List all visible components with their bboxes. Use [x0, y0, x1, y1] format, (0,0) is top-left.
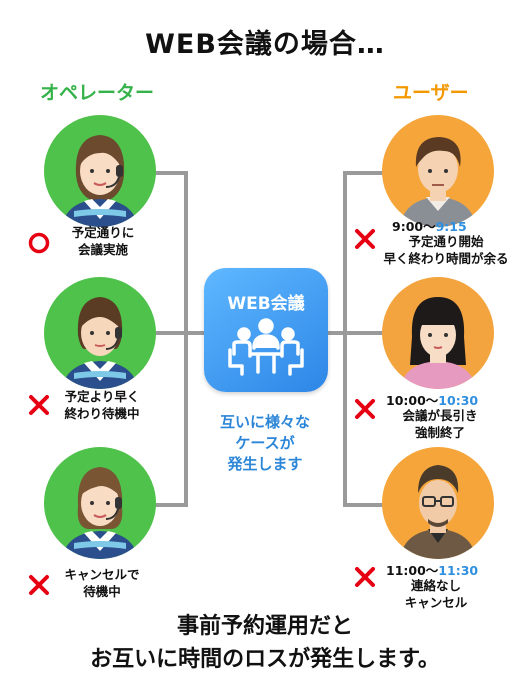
- operator-3-line2: 待機中: [83, 584, 121, 599]
- center-description: 互いに様々な ケースが 発生します: [195, 412, 335, 475]
- web-meeting-app-icon: [204, 268, 328, 392]
- operator-2-line1: 予定より早く: [64, 389, 140, 404]
- user-connector: [343, 171, 383, 507]
- user-1-time: 9:00〜9:15: [392, 216, 467, 235]
- user-2-caption: 会議が長引き 強制終了: [380, 407, 500, 441]
- operator-2-line2: 終わり待機中: [64, 406, 140, 421]
- meeting-people-icon: [228, 318, 304, 376]
- user-1-avatar: [382, 115, 494, 227]
- user-3-caption: 連絡なし キャンセル: [386, 577, 486, 611]
- user-1-time-end: 9:15: [435, 219, 467, 234]
- user-3-line1: 連絡なし: [410, 578, 461, 593]
- operator-column-label: オペレーター: [40, 82, 155, 104]
- user-2-time-start: 10:00〜: [386, 393, 439, 408]
- operator-1-line2: 会議実施: [77, 242, 128, 257]
- cross-mark-icon: [355, 567, 375, 587]
- center-line1: 互いに様々な: [219, 413, 310, 431]
- operator-1-avatar: [44, 115, 156, 227]
- operator-3-line1: キャンセルで: [64, 567, 140, 582]
- circle-ok-icon: [28, 232, 50, 254]
- footer-line1: 事前予約運用だと: [176, 614, 353, 639]
- user-2-time-end: 10:30: [438, 393, 479, 408]
- user-1-time-start: 9:00〜: [392, 219, 436, 234]
- user-2-line1: 会議が長引き: [402, 408, 478, 423]
- cross-mark-icon: [29, 395, 49, 415]
- cross-mark-icon: [29, 575, 49, 595]
- user-3-time-end: 11:30: [438, 563, 479, 578]
- user-2-line2: 強制終了: [414, 425, 465, 440]
- page-title: WEB会議の場合…: [145, 29, 385, 60]
- center-line3: 発生します: [227, 455, 303, 473]
- user-3-line2: キャンセル: [404, 595, 468, 610]
- cross-mark-icon: [355, 229, 375, 249]
- cross-mark-icon: [355, 399, 375, 419]
- operator-2-avatar: [44, 277, 156, 389]
- user-3-time-start: 11:00〜: [386, 563, 439, 578]
- footer-message: 事前予約運用だと お互いに時間のロスが発生します。: [0, 610, 530, 676]
- user-2-time: 10:00〜10:30: [386, 390, 478, 409]
- operator-3-caption: キャンセルで 待機中: [54, 566, 150, 600]
- user-3-avatar: [382, 447, 494, 559]
- operator-3-avatar: [44, 447, 156, 559]
- user-3-time: 11:00〜11:30: [386, 560, 478, 579]
- user-1-line2: 早く終わり時間が余る: [383, 251, 509, 266]
- operator-2-caption: 予定より早く 終わり待機中: [54, 388, 150, 422]
- center-line2: ケースが: [235, 434, 295, 452]
- footer-line2: お互いに時間のロスが発生します。: [90, 647, 440, 672]
- user-1-line1: 予定通り開始: [408, 234, 484, 249]
- web-meeting-label: WEB会議: [227, 294, 305, 314]
- user-2-avatar: [382, 277, 494, 389]
- operator-connector: [155, 171, 188, 507]
- user-column-label: ユーザー: [393, 82, 469, 104]
- user-1-caption: 予定通り開始 早く終わり時間が余る: [370, 233, 522, 267]
- operator-1-caption: 予定通りに 会議実施: [58, 224, 148, 258]
- operator-1-line1: 予定通りに: [71, 225, 135, 240]
